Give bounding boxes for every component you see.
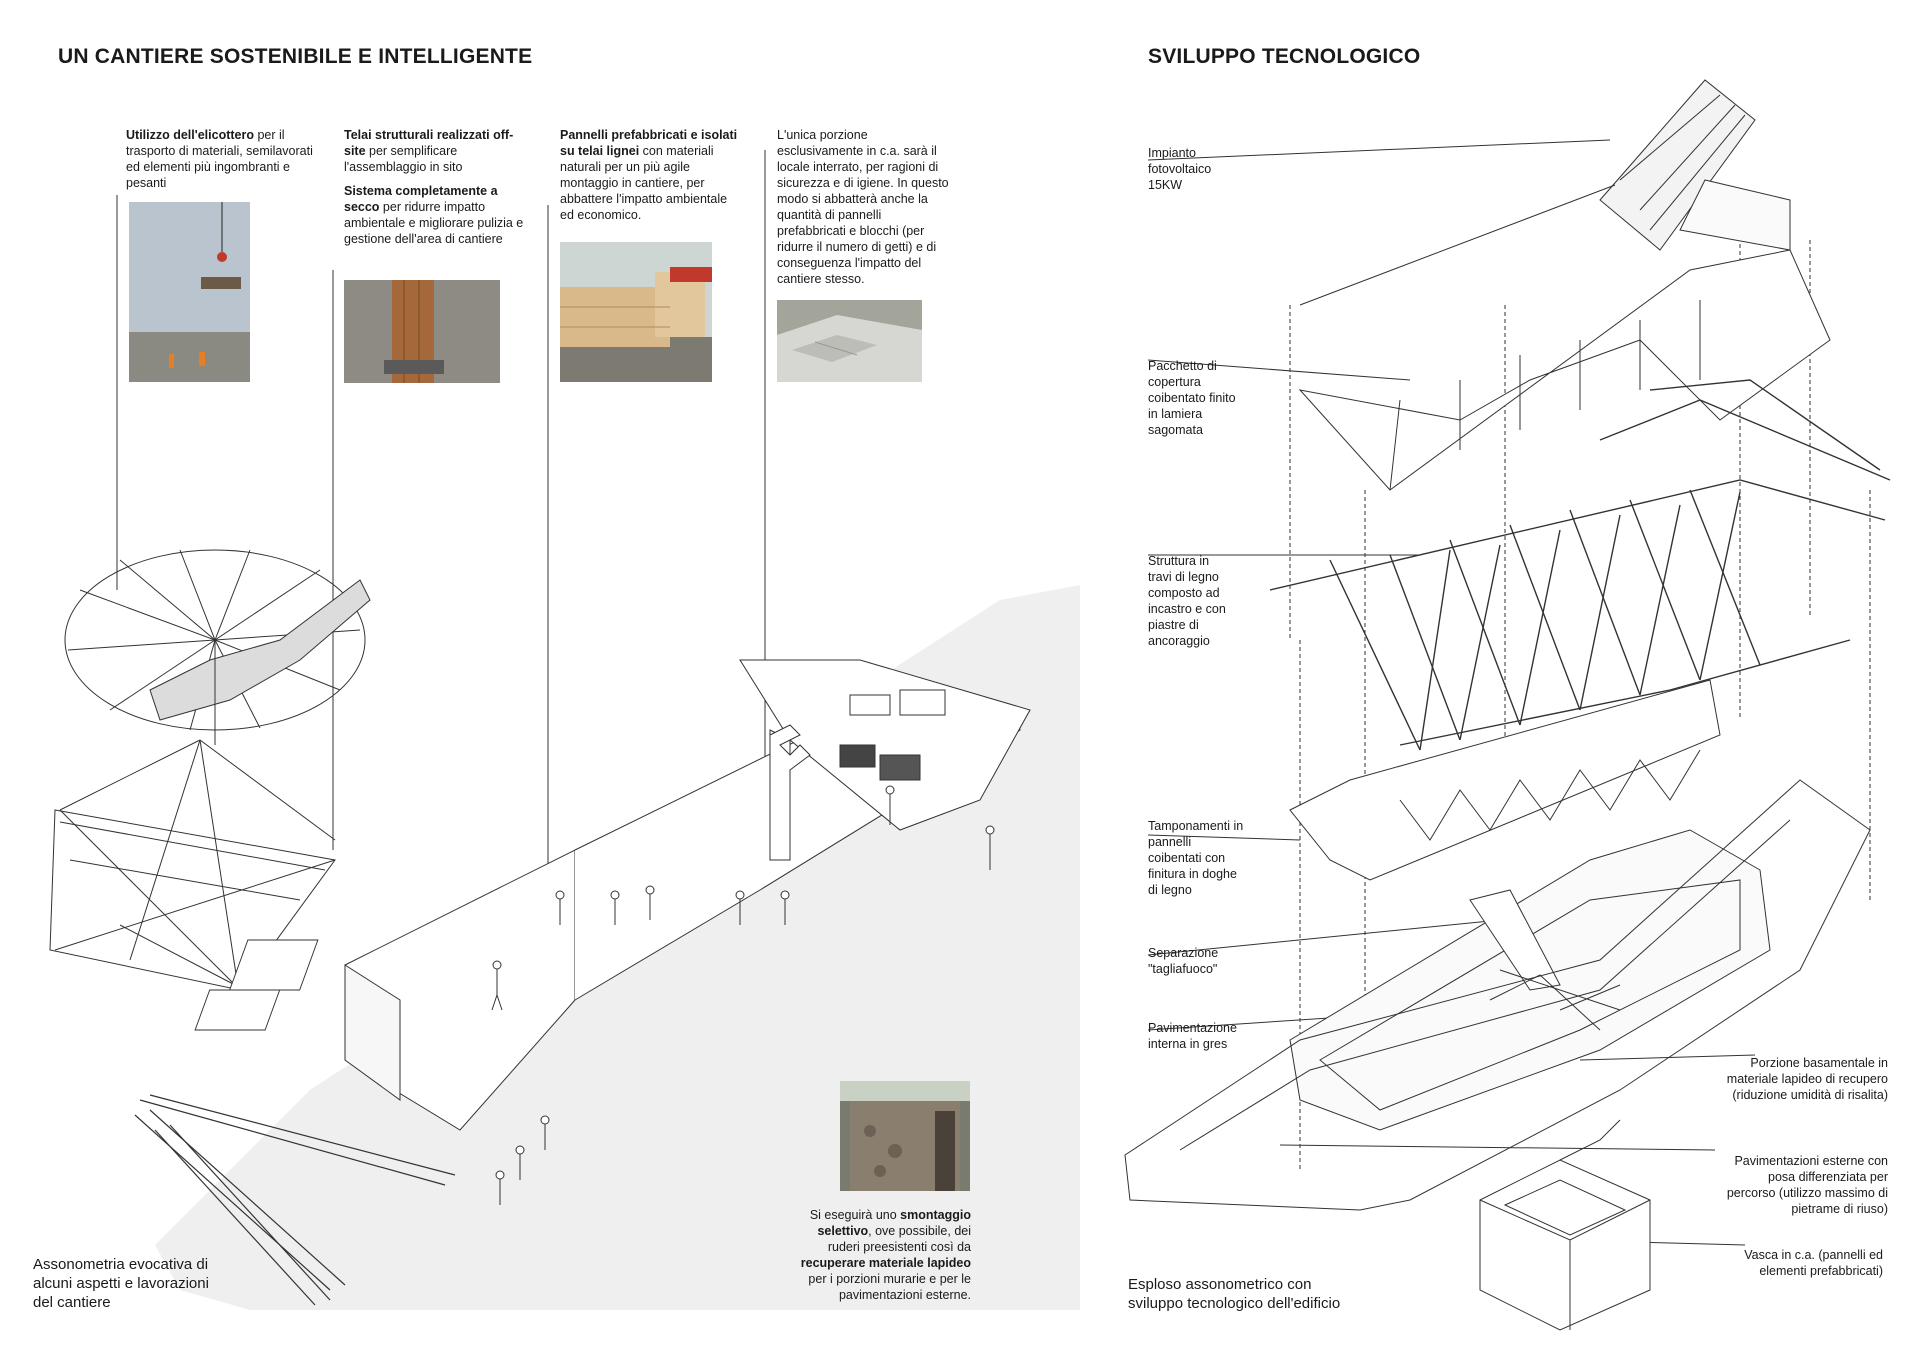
note-prefab-panels: Pannelli prefabbricati e isolati su tela… [560, 127, 740, 223]
demo-t3: per i porzioni murarie e per le paviment… [808, 1272, 971, 1302]
worker-figures [491, 785, 995, 1205]
photo-prefab-panels [560, 242, 712, 382]
note-selective-demolition: Si eseguirà uno smontaggio selettivo, ov… [786, 1207, 971, 1303]
note-concrete-basement: L'unica porzione esclusivamente in c.a. … [777, 127, 952, 287]
timber-beams [134, 1094, 456, 1306]
photo-concrete-tank [777, 300, 922, 382]
note-helicopter: Utilizzo dell'elicottero per il trasport… [126, 127, 326, 191]
photo-timber-column [344, 280, 500, 383]
note-prefab-bold: Pannelli prefabbricati e isolati su tela… [560, 128, 738, 158]
photo-stone-ruins [840, 1081, 970, 1191]
label-interior-floor: Pavimentazione interna in gres [1148, 1021, 1237, 1051]
photo-helicopter-lift [129, 202, 250, 382]
note-dry-bold: Sistema completamente a secco [344, 184, 498, 214]
demo-b1: smontaggio selettivo [817, 1208, 971, 1238]
note-dry-text: per ridurre impatto ambientale e miglior… [344, 200, 524, 246]
label-roof-package: Pacchetto di copertura coibentato finito… [1148, 359, 1236, 437]
label-firewall: Separazione "tagliafuoco" [1148, 946, 1219, 976]
note-offsite-text: per semplificare l'assemblaggio in sito [344, 144, 463, 174]
right-title: SVILUPPO TECNOLOGICO [1148, 45, 1421, 68]
label-photovoltaic: Impianto fotovoltaico 15KW [1148, 146, 1212, 192]
helicopter-drawing [49, 549, 371, 1001]
site-building [194, 659, 1031, 1131]
note-offsite-frames: Telai strutturali realizzati off-site pe… [344, 127, 524, 255]
label-timber-structure: Struttura in travi di legno composto ad … [1148, 554, 1226, 648]
label-exterior-paving: Pavimentazioni esterne con posa differen… [1726, 1154, 1888, 1216]
left-title: UN CANTIERE SOSTENIBILE E INTELLIGENTE [58, 45, 533, 68]
label-infill-panels: Tamponamenti in pannelli coibentati con … [1148, 819, 1244, 897]
note-prefab-text: con materiali naturali per un più agile … [560, 144, 728, 222]
label-stone-base: Porzione basamentale in materiale lapide… [1726, 1056, 1888, 1102]
demo-t1: Si eseguirà uno [809, 1208, 901, 1222]
note-helicopter-bold: Utilizzo dell'elicottero [126, 128, 254, 142]
demo-t2: , ove possibile, dei ruderi preesistenti… [827, 1224, 971, 1254]
note-concrete-text: L'unica porzione esclusivamente in c.a. … [777, 128, 949, 286]
demo-b2: recuperare materiale lapideo [800, 1256, 971, 1270]
note-offsite-bold: Telai strutturali realizzati off-site [344, 128, 514, 158]
note-helicopter-text: per il trasporto di materiali, semilavor… [126, 128, 313, 190]
exploded-axonometry [1124, 79, 1891, 1331]
label-concrete-tank: Vasca in c.a. (pannelli ed elementi pref… [1744, 1248, 1883, 1278]
right-caption: Esploso assonometrico con sviluppo tecno… [1128, 1276, 1341, 1312]
left-caption: Assonometria evocativa di alcuni aspetti… [33, 1256, 209, 1311]
